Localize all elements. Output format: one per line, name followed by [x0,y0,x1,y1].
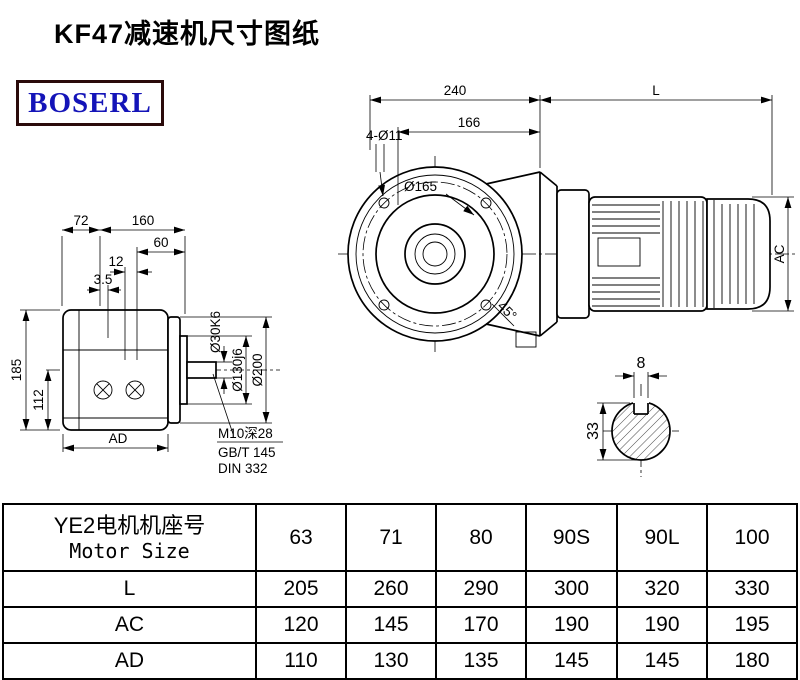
fan-cowl-louvers [713,200,755,308]
dim-166: 166 [458,115,481,130]
tapped-hole-right [125,380,145,400]
header-col-100: 100 [706,503,798,572]
shaft-section-view: 8 33 [585,355,679,477]
front-view: 45° 240 L 16 [338,83,795,352]
dim-185: 185 [9,359,24,382]
spigot-circle [375,194,495,314]
motor-bell [556,189,590,319]
dim-shaft-diameter: Ø30K6 [208,311,223,353]
value-cell: 130 [345,642,437,680]
tapped-hole-left [93,380,113,400]
note-din-standard: DIN 332 [218,461,268,476]
header-motor-size-cn: YE2电机机座号 [53,512,206,538]
row-label-AC: AC [2,606,257,644]
bolt-circle [362,181,508,327]
dim-72: 72 [73,213,88,228]
row-label-L: L [2,570,257,608]
table-row-L: L 205 260 290 300 320 330 [2,570,798,608]
dim-key-depth-33: 33 [585,422,602,440]
header-col-90S: 90S [525,503,618,572]
value-cell: 330 [706,570,798,608]
value-cell: 190 [616,606,708,644]
value-cell: 180 [706,642,798,680]
dim-flange-diameter: Ø200 [250,353,265,386]
value-cell: 320 [616,570,708,608]
bolt-hole [480,299,492,311]
output-flange [167,316,181,424]
flange-outer-circle [347,166,523,342]
header-col-71: 71 [345,503,437,572]
dim-3-5: 3.5 [94,272,113,287]
dim-112: 112 [31,389,46,411]
value-cell: 145 [616,642,708,680]
header-col-63: 63 [255,503,347,572]
dim-240: 240 [444,83,467,98]
bolt-hole [378,299,390,311]
table-header-row: YE2电机机座号 Motor Size 63 71 80 90S 90L 100 [2,503,798,572]
header-motor-size: YE2电机机座号 Motor Size [2,503,257,572]
value-cell: 300 [525,570,618,608]
page-title: KF47减速机尺寸图纸 [54,19,321,49]
value-cell: 195 [706,606,798,644]
dim-spigot-diameter: Ø130j6 [230,348,245,392]
value-cell: 110 [255,642,347,680]
dim-bolt-holes: 4-Ø11 [366,128,403,143]
row-label-AD: AD [2,642,257,680]
dim-key-width-8: 8 [637,355,646,372]
motor-body [588,196,708,312]
motor-nameplate [597,237,641,267]
value-cell: 145 [345,606,437,644]
fan-cowl [706,198,771,310]
bolt-hole [378,197,390,209]
header-motor-size-en: Motor Size [69,539,190,564]
value-cell: 135 [435,642,527,680]
header-col-90L: 90L [616,503,708,572]
dim-12: 12 [108,254,123,269]
boserl-logo: BOSERL [16,80,164,126]
flange-spigot [179,335,188,405]
side-view: 72 160 60 12 3.5 185 112 AD Ø30K6 [9,213,283,476]
dim-160: 160 [132,213,155,228]
value-cell: 260 [345,570,437,608]
dim-AD: AD [109,431,128,446]
value-cell: 190 [525,606,618,644]
dim-AC: AC [772,244,787,263]
table-row-AD: AD 110 130 135 145 145 180 [2,642,798,680]
dim-L: L [652,83,660,98]
dim-60: 60 [153,235,168,250]
output-shaft [186,361,217,379]
header-col-80: 80 [435,503,527,572]
motor-dimension-table: YE2电机机座号 Motor Size 63 71 80 90S 90L 100… [2,503,798,680]
value-cell: 120 [255,606,347,644]
bolt-hole [480,197,492,209]
motor-fins [592,201,704,307]
dim-165: Ø165 [404,179,437,194]
value-cell: 290 [435,570,527,608]
logo-text: BOSERL [28,86,152,119]
note-tapped-hole: M10深28 [218,426,273,441]
drain-plug [515,331,537,348]
note-gb-standard: GB/T 145 [218,445,276,460]
value-cell: 170 [435,606,527,644]
table-row-AC: AC 120 145 170 190 190 195 [2,606,798,644]
value-cell: 205 [255,570,347,608]
value-cell: 145 [525,642,618,680]
